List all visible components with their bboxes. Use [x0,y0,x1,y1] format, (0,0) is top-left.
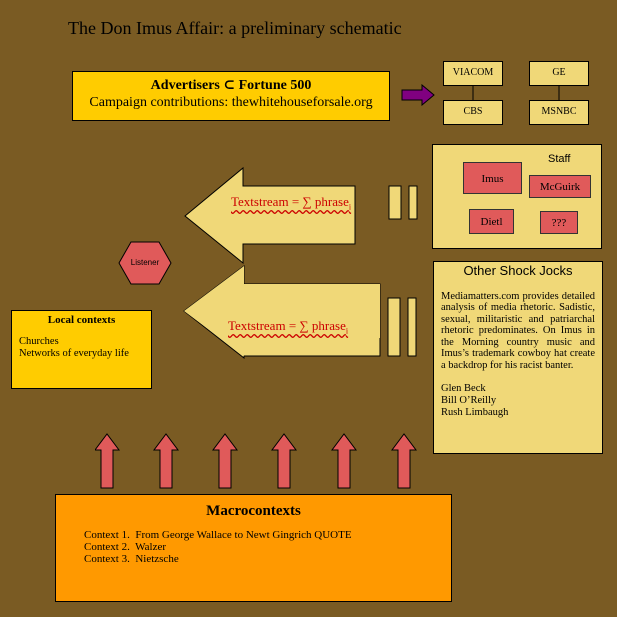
listener-hexagon [118,241,172,285]
jock-name: Bill O’Reilly [441,395,497,406]
staff-member-imus: Imus [463,162,522,194]
macro-arrows [95,433,417,489]
msnbc-box: MSNBC [529,100,589,125]
jock-name: Glen Beck [441,383,486,394]
textstream-subscript-upper: i [348,202,352,212]
purple-arrow [401,84,435,106]
staff-label: Staff [548,153,571,165]
textstream-text-upper: Textstream = ∑ phrase [231,194,349,209]
advertisers-box: Advertisers ⊂ Fortune 500 Campaign contr… [72,71,390,121]
textstream-label-lower: Textstream = ∑ phrasei [228,318,348,336]
staff-panel: Staff Imus McGuirk Dietl ??? [432,144,602,249]
staff-member-dietl: Dietl [469,209,514,234]
macro-item: Context 3. Nietzsche [84,553,179,565]
listener-label: Listener [130,258,160,267]
connector-lines [472,86,560,100]
jocks-names: Glen Beck Bill O’Reilly Rush Limbaugh [441,383,595,419]
macro-item: Context 1. From George Wallace to Newt G… [84,529,352,541]
page-title: The Don Imus Affair: a preliminary schem… [68,18,402,38]
textstream-arrow-lower [183,265,417,360]
macro-heading: Macrocontexts [206,503,301,519]
textstream-text-lower: Textstream = ∑ phrase [228,318,346,333]
jocks-body: Mediamatters.com provides detailed analy… [441,290,595,371]
local-item: Churches [19,336,59,347]
staff-member-unknown: ??? [540,211,578,234]
cbs-box: CBS [443,100,503,125]
advertisers-subtitle: Campaign contributions: thewhitehousefor… [89,95,373,110]
viacom-box: VIACOM [443,61,503,86]
local-heading: Local contexts [47,314,116,326]
textstream-arrow-upper [184,166,418,265]
jock-name: Rush Limbaugh [441,407,509,418]
textstream-subscript-lower: i [345,326,349,336]
local-item: Networks of everyday life [19,348,129,359]
macrocontexts-box: Macrocontexts Context 1. From George Wal… [55,494,452,602]
up-arrow [95,433,417,489]
ge-box: GE [529,61,589,86]
staff-member-mcguirk: McGuirk [529,175,591,198]
advertisers-heading: Advertisers ⊂ Fortune 500 [150,78,312,93]
local-contexts-box: Local contexts Churches Networks of ever… [11,310,152,389]
other-shock-jocks-box: Other Shock Jocks Mediamatters.com provi… [433,261,603,454]
textstream-label-upper: Textstream = ∑ phrasei [231,194,351,212]
macro-item: Context 2. Walzer [84,541,167,553]
jocks-heading: Other Shock Jocks [463,263,573,278]
